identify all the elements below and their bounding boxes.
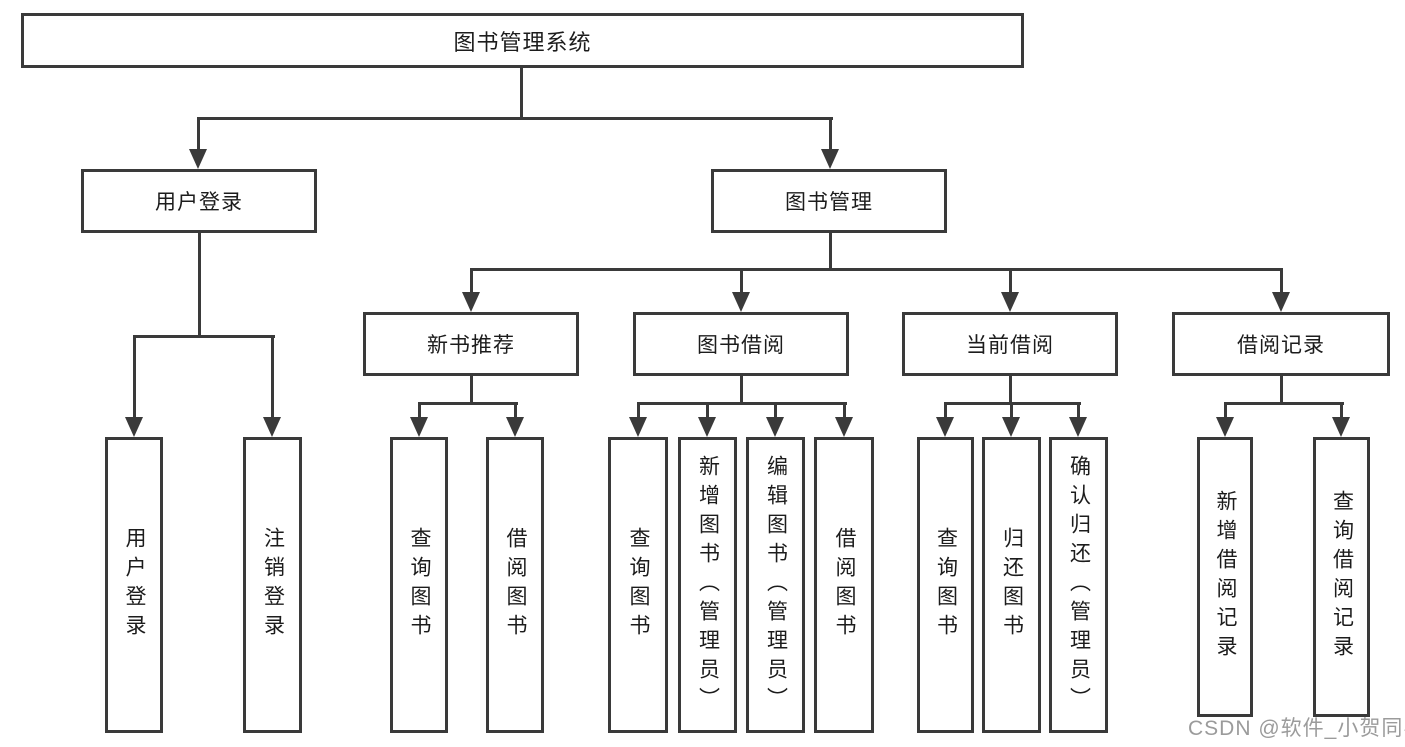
leaf-borrow-books-recommend: 借阅图书 <box>486 437 544 733</box>
connector-user-login-stem <box>198 233 201 336</box>
connector-to-leaf <box>637 402 640 417</box>
arrow-down-icon <box>462 292 480 312</box>
connector-to-leaf <box>843 402 846 417</box>
leaf-logout: 注销登录 <box>243 437 302 733</box>
node-borrow-records-label: 借阅记录 <box>1237 334 1325 357</box>
node-borrow-records: 借阅记录 <box>1172 312 1390 376</box>
leaf-query-books-recommend: 查询图书 <box>390 437 448 733</box>
connector-user-login-rail <box>133 335 275 338</box>
arrow-down-icon <box>821 149 839 169</box>
arrow-down-icon <box>1001 292 1019 312</box>
node-book-management-label: 图书管理 <box>785 191 873 214</box>
leaf-query-books-borrow: 查询图书 <box>608 437 668 733</box>
leaf-add-books-admin: 新增图书（管理员） <box>678 437 737 733</box>
leaf-label: 查询借阅记录 <box>1330 490 1354 664</box>
leaf-label: 确认归还（管理员） <box>1067 454 1091 716</box>
arrow-down-icon <box>125 417 143 437</box>
node-current-borrow-label: 当前借阅 <box>966 334 1054 357</box>
arrow-down-icon <box>1069 417 1087 437</box>
arrow-down-icon <box>1216 417 1234 437</box>
connector-book-management-stem <box>829 233 832 271</box>
leaf-label: 借阅图书 <box>504 527 527 643</box>
node-book-management: 图书管理 <box>711 169 947 233</box>
connector-to-leaf <box>774 402 777 417</box>
node-new-book-recommend-label: 新书推荐 <box>427 334 515 357</box>
connector-to-user-login <box>197 117 200 151</box>
leaf-query-borrow-record: 查询借阅记录 <box>1313 437 1370 717</box>
node-current-borrow: 当前借阅 <box>902 312 1118 376</box>
connector-to-leaf <box>944 402 947 417</box>
connector-to-leaf <box>706 402 709 417</box>
connector-stem <box>740 376 743 404</box>
connector-level3-rail <box>470 268 1283 271</box>
connector-to-current-borrow <box>1009 268 1012 292</box>
arrow-down-icon <box>263 417 281 437</box>
leaf-label: 查询图书 <box>408 527 431 643</box>
arrow-down-icon <box>936 417 954 437</box>
connector-to-leaf <box>1077 402 1080 417</box>
leaf-label: 归还图书 <box>1000 527 1024 643</box>
connector-to-leaf <box>514 402 517 417</box>
connector-to-new-book <box>470 268 473 292</box>
arrow-down-icon <box>1272 292 1290 312</box>
leaf-add-borrow-record: 新增借阅记录 <box>1197 437 1253 717</box>
connector-stem <box>470 376 473 404</box>
arrow-down-icon <box>410 417 428 437</box>
arrow-down-icon <box>189 149 207 169</box>
leaf-label: 用户登录 <box>123 527 146 643</box>
connector-rail <box>418 402 518 405</box>
leaf-edit-books-admin: 编辑图书（管理员） <box>746 437 805 733</box>
connector-to-leaf <box>418 402 421 417</box>
leaf-confirm-return-admin: 确认归还（管理员） <box>1049 437 1108 733</box>
leaf-label: 查询图书 <box>934 527 958 643</box>
node-user-login: 用户登录 <box>81 169 317 233</box>
connector-to-leaf <box>133 335 136 417</box>
leaf-user-login: 用户登录 <box>105 437 163 733</box>
leaf-label: 查询图书 <box>627 527 650 643</box>
connector-to-leaf <box>1010 402 1013 417</box>
arrow-down-icon <box>732 292 750 312</box>
leaf-label: 新增图书（管理员） <box>696 454 720 716</box>
arrow-down-icon <box>1002 417 1020 437</box>
connector-to-book-borrow <box>740 268 743 292</box>
arrow-down-icon <box>766 417 784 437</box>
arrow-down-icon <box>698 417 716 437</box>
connector-level2-rail <box>197 117 833 120</box>
connector-to-leaf <box>1224 402 1227 417</box>
connector-root-stem <box>520 68 523 118</box>
leaf-label: 借阅图书 <box>833 527 856 643</box>
arrow-down-icon <box>506 417 524 437</box>
node-root-system: 图书管理系统 <box>21 13 1024 68</box>
node-user-login-label: 用户登录 <box>155 191 243 214</box>
csdn-watermark: CSDN @软件_小贺同学 <box>1188 717 1405 740</box>
leaf-label: 编辑图书（管理员） <box>764 454 788 716</box>
connector-stem <box>1280 375 1283 404</box>
leaf-return-books: 归还图书 <box>982 437 1041 733</box>
node-book-borrow: 图书借阅 <box>633 312 849 376</box>
leaf-label: 注销登录 <box>261 527 285 643</box>
connector-to-leaf <box>271 335 274 417</box>
node-new-book-recommend: 新书推荐 <box>363 312 579 376</box>
node-root-label: 图书管理系统 <box>453 29 592 55</box>
node-book-borrow-label: 图书借阅 <box>697 334 785 357</box>
arrow-down-icon <box>629 417 647 437</box>
connector-stem <box>1009 376 1012 404</box>
connector-to-book-management <box>829 117 832 151</box>
connector-to-borrow-records <box>1280 268 1283 292</box>
arrow-down-icon <box>1332 417 1350 437</box>
leaf-borrow-books: 借阅图书 <box>814 437 874 733</box>
connector-rail <box>637 402 847 405</box>
connector-rail <box>1224 402 1344 405</box>
leaf-label: 新增借阅记录 <box>1214 490 1237 664</box>
leaf-query-books-current: 查询图书 <box>917 437 974 733</box>
arrow-down-icon <box>835 417 853 437</box>
connector-to-leaf <box>1340 402 1343 417</box>
